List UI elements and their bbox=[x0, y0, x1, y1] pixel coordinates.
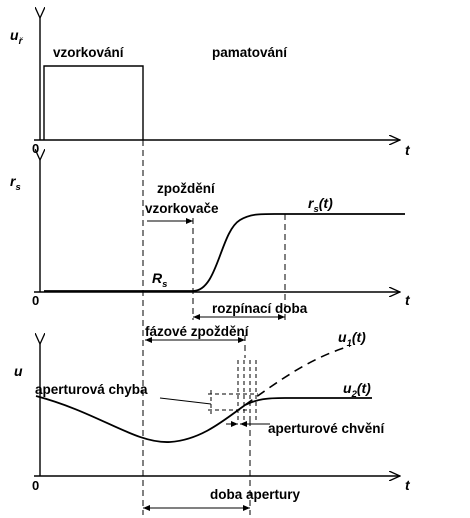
panel-middle: rs zpoždění vzorkovače rs(t) Rs 0 t rozp… bbox=[10, 160, 411, 320]
curve-u1-label: u1(t) bbox=[338, 329, 366, 349]
tracking-signal-u1 bbox=[244, 345, 351, 406]
top-origin: 0 bbox=[32, 141, 39, 156]
label-delay-line1: zpoždění bbox=[157, 181, 216, 196]
label-aperture-time: doba apertury bbox=[210, 487, 301, 502]
curve-rs-label: rs(t) bbox=[308, 195, 333, 215]
aperture-dashed-guides bbox=[208, 360, 258, 420]
top-y-label: uř bbox=[10, 27, 24, 47]
middle-x-label: t bbox=[405, 292, 411, 308]
label-switch-time: rozpínací doba bbox=[212, 301, 308, 316]
label-delay-line2: vzorkovače bbox=[145, 201, 219, 216]
top-x-label: t bbox=[405, 142, 411, 158]
bottom-x-label: t bbox=[405, 477, 411, 493]
aperture-error-leader bbox=[159, 397, 212, 405]
label-holding: pamatování bbox=[212, 45, 288, 60]
panel-bottom: fázové zpoždění u u1(t) u2(t) aperturová… bbox=[14, 324, 411, 511]
label-sampling: vzorkování bbox=[53, 45, 125, 60]
curve-u2-label: u2(t) bbox=[343, 380, 371, 400]
middle-origin: 0 bbox=[32, 293, 39, 308]
resistance-curve bbox=[44, 213, 405, 292]
sampling-pulse bbox=[43, 65, 144, 140]
held-signal-u2 bbox=[244, 397, 372, 406]
label-phase-delay: fázové zpoždění bbox=[145, 324, 250, 339]
label-aperture-jitter: aperturové chvění bbox=[268, 421, 386, 436]
panel-top: uř vzorkování pamatování 0 t bbox=[10, 18, 411, 158]
bottom-y-label: u bbox=[14, 363, 23, 379]
low-rs-label: Rs bbox=[152, 270, 167, 290]
time-reference-lines bbox=[142, 140, 286, 515]
label-aperture-error: aperturová chyba bbox=[35, 382, 148, 397]
input-signal-curve bbox=[35, 395, 246, 443]
middle-y-label: rs bbox=[10, 173, 21, 193]
bottom-origin: 0 bbox=[32, 478, 39, 493]
